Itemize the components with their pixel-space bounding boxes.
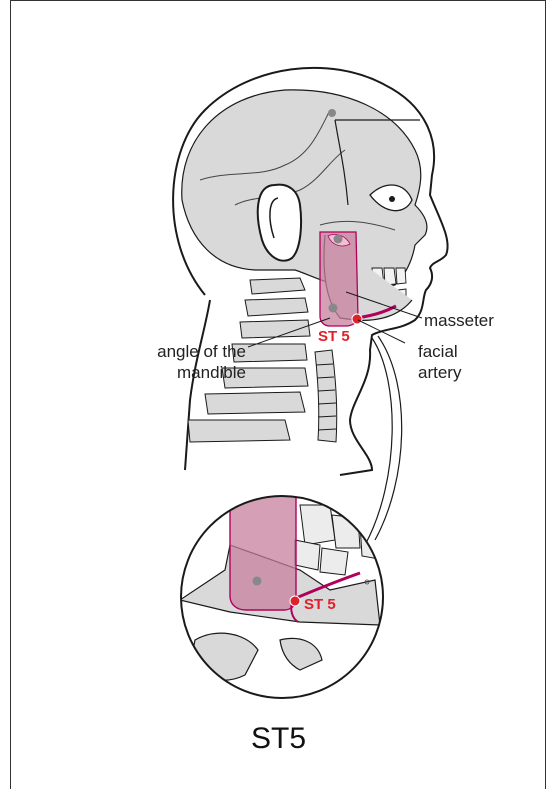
- label-masseter: masseter: [424, 311, 494, 330]
- zoom-connector: [365, 336, 402, 545]
- magnifier-circle-icon: [180, 495, 385, 698]
- label-point-main: ST 5: [318, 328, 350, 345]
- label-facial-line1: facial: [418, 342, 458, 361]
- label-point-zoom: ST 5: [304, 596, 336, 613]
- masseter-muscle: [320, 232, 358, 326]
- vertex-point-icon: [328, 109, 336, 117]
- acupoint-zoom-marker-icon: [290, 596, 300, 606]
- figure-title: ST5: [0, 722, 557, 756]
- trachea: [315, 350, 337, 442]
- label-facial-line2: artery: [418, 363, 462, 382]
- label-angle-line1: angle of the: [157, 342, 246, 361]
- label-angle-line2: mandible: [177, 363, 246, 382]
- acupoint-marker-icon: [352, 314, 362, 324]
